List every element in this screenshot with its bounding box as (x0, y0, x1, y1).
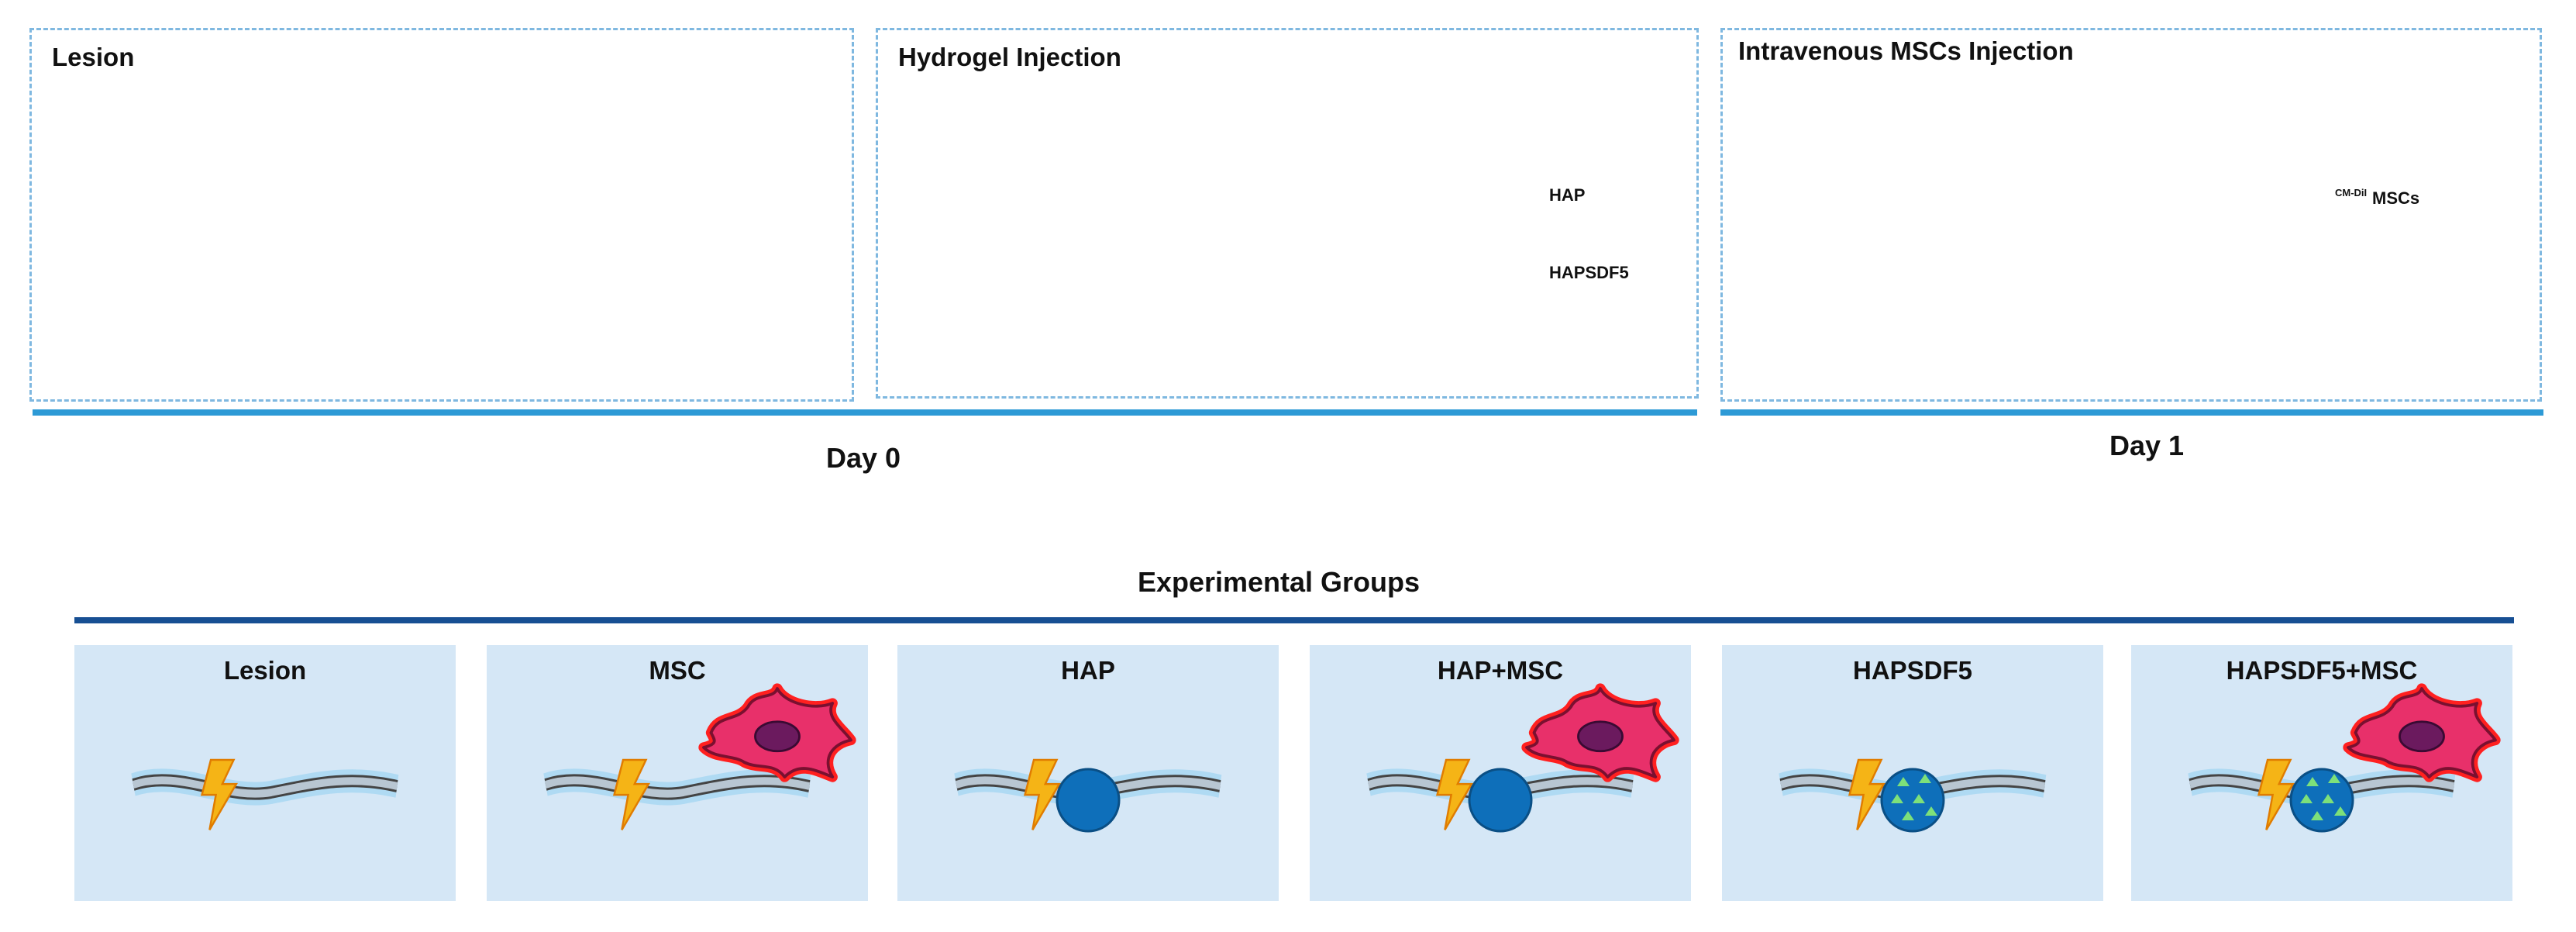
day-1-timeline (1720, 409, 2543, 416)
group-box-hapsdf5-plus-msc: HAPSDF5+MSC (2131, 645, 2512, 901)
group-illustration (897, 758, 1279, 833)
group-label: HAPSDF5+MSC (2226, 656, 2418, 685)
hapsdf5-hydrogel-bead (1880, 768, 1945, 833)
hap-hydrogel-bead (1056, 768, 1121, 833)
msc-cell (1527, 689, 1674, 777)
group-box-hap-plus-msc: HAP+MSC (1310, 645, 1691, 901)
group-label: MSC (649, 656, 706, 685)
day-0-label: Day 0 (825, 442, 901, 474)
panel-title: Hydrogel Injection (898, 43, 1121, 71)
group-illustration (74, 758, 456, 831)
group-box-msc: MSC (487, 645, 868, 901)
group-box-hap: HAP (897, 645, 1279, 901)
group-label: HAP (1061, 656, 1115, 685)
hap-label: HAP (1549, 185, 1586, 205)
spinal-cord-strand (133, 780, 397, 793)
group-box-lesion: Lesion (74, 645, 456, 901)
mscs-label: MSCs (2372, 188, 2420, 208)
day-0-timeline (33, 409, 1697, 416)
panel-hydrogel-injection: Hydrogel Injection HAP HAPSDF5 (876, 28, 1699, 399)
group-label: Lesion (223, 656, 307, 685)
group-illustration (2131, 645, 2512, 833)
hapsdf5-hydrogel-bead (2289, 768, 2354, 833)
msc-cell (704, 689, 851, 777)
hapsdf5-label: HAPSDF5 (1549, 263, 1629, 282)
spinal-cord-strand (546, 780, 809, 793)
group-illustration (1722, 758, 2103, 833)
panel-title: Intravenous MSCs Injection (1738, 36, 2074, 65)
panel-lesion: Lesion (29, 28, 854, 402)
cm-dii-superscript-label: CM-DiI (2335, 187, 2368, 198)
experimental-groups-title: Experimental Groups (1137, 566, 1421, 598)
panel-title: Lesion (52, 43, 135, 71)
group-label: HAP+MSC (1437, 656, 1564, 685)
group-box-hapsdf5: HAPSDF5 (1722, 645, 2103, 901)
panel-intravenous-mscs-injection: Intravenous MSCs Injection CM-DiI MSCs (1720, 28, 2542, 402)
hap-hydrogel-bead (1468, 768, 1533, 833)
day-1-label: Day 1 (2109, 430, 2185, 461)
msc-cell (2348, 689, 2495, 777)
group-illustration (1310, 645, 1691, 833)
group-label: HAPSDF5 (1852, 656, 1973, 685)
group-illustration (487, 645, 868, 831)
experimental-groups-divider (74, 617, 2514, 623)
